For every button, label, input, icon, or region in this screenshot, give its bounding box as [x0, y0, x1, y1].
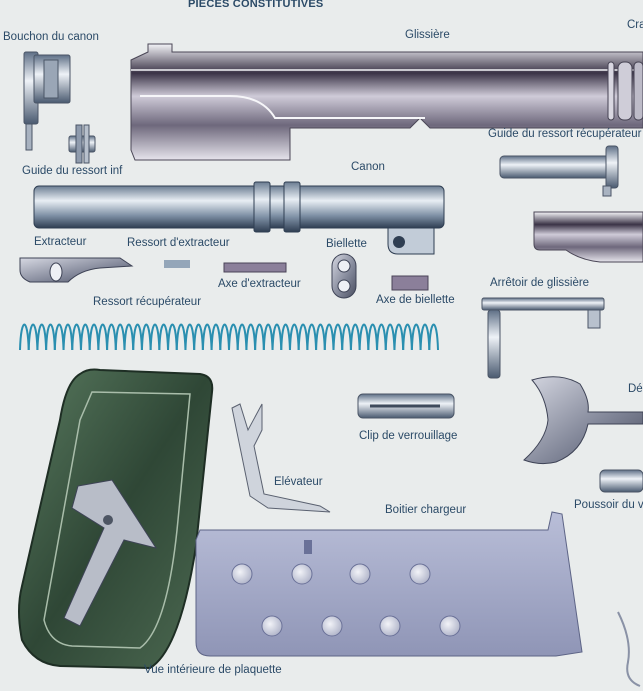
magazine-catch-part [599, 469, 643, 493]
label-canon: Canon [351, 161, 385, 173]
label-glissiere: Glissière [405, 29, 450, 41]
link-pin-part [391, 275, 429, 291]
slide-part [130, 43, 643, 161]
label-axe-biellette: Axe de biellette [376, 294, 455, 306]
slide-stop-part [481, 297, 605, 379]
label-boitier: Boitier chargeur [385, 504, 467, 516]
label-ressort-extracteur: Ressort d'extracteur [127, 237, 230, 249]
link-part [331, 253, 357, 299]
trigger-part [523, 376, 643, 465]
locking-clip-part [357, 393, 455, 419]
label-biellette: Biellette [326, 238, 367, 250]
label-detente: Dé [628, 383, 643, 395]
label-ressort-recup: Ressort récupérateur [93, 296, 202, 308]
recoil-spring-part [19, 323, 439, 351]
extractor-pin-part [223, 262, 287, 273]
grip-panel-part [18, 368, 214, 670]
barrel-bushing-part [23, 51, 71, 151]
label-clip: Clip de verrouillage [359, 430, 458, 442]
label-arretoir: Arrêtoir de glissière [490, 277, 590, 289]
label-poussoir: Poussoir du ve [574, 499, 643, 511]
diagram-title: PIECES CONSTITUTIVES [188, 0, 324, 10]
label-axe-extracteur: Axe d'extracteur [218, 278, 301, 290]
partial-spring-part [617, 611, 641, 687]
recoil-spring-guide-part [499, 145, 619, 197]
label-plaquette: Vue intérieure de plaquette [144, 664, 282, 676]
frame-part [533, 211, 643, 263]
label-cra: Cra [627, 19, 643, 31]
elevator-part [231, 403, 331, 513]
label-extracteur: Extracteur [34, 236, 87, 248]
lower-spring-guide-part [68, 124, 96, 164]
barrel-part [33, 181, 445, 255]
label-guide-recup: Guide du ressort récupérateur [488, 128, 642, 140]
extractor-spring-part [164, 260, 190, 268]
label-guide-inf: Guide du ressort inf [22, 165, 123, 177]
label-elevateur: Elévateur [274, 476, 323, 488]
label-bouchon: Bouchon du canon [3, 31, 99, 43]
magazine-part [195, 511, 583, 657]
extractor-part [19, 257, 134, 283]
